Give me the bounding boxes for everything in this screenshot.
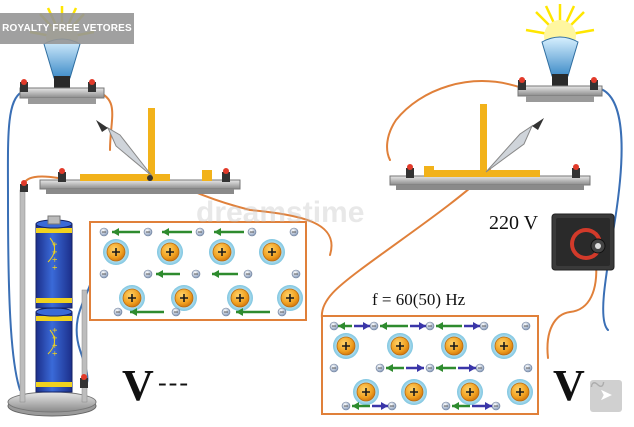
plus-icon: [268, 248, 276, 256]
ac-symbol-letter: V: [553, 361, 585, 410]
plus-icon: [500, 342, 508, 350]
flow-arrowhead: [214, 228, 221, 236]
flow-arrowhead: [473, 322, 480, 330]
right-lamp: [517, 4, 603, 102]
wall-socket: [551, 213, 615, 271]
flow-arrowhead: [436, 364, 443, 372]
dc-symbol-letter: V: [122, 361, 154, 410]
wire-lamp-right-orange: [386, 80, 523, 161]
flow-arrowhead: [352, 402, 359, 410]
svg-text:+ + + +: + + + +: [50, 241, 60, 270]
frequency-label: f = 60(50) Hz: [372, 290, 466, 309]
flow-arrowhead: [130, 308, 137, 316]
flow-arrowhead: [419, 322, 426, 330]
flow-arrowhead: [112, 228, 119, 236]
right-switch: [389, 104, 591, 190]
flow-arrowhead: [236, 308, 243, 316]
plus-icon: [466, 388, 474, 396]
wire-lamp-right-blue: [597, 87, 623, 331]
flow-arrowhead: [338, 322, 345, 330]
watermark: dreamstime: [196, 196, 365, 229]
wire-lamp-left-blue: [6, 91, 23, 391]
plus-icon: [410, 388, 418, 396]
plus-icon: [166, 248, 174, 256]
flow-arrowhead: [436, 322, 443, 330]
plus-icon: [396, 342, 404, 350]
flow-arrowhead: [381, 402, 388, 410]
flow-arrowhead: [469, 364, 476, 372]
share-button[interactable]: ➤: [590, 380, 622, 412]
plus-icon: [218, 248, 226, 256]
royalty-free-badge: ROYALTY FREE VETORES: [0, 13, 134, 44]
flow-arrowhead: [417, 364, 424, 372]
voltage-label: 220 V: [489, 212, 539, 234]
dc-symbol-mark: ---: [158, 368, 190, 397]
flow-arrowhead: [162, 228, 169, 236]
plus-icon: [236, 294, 244, 302]
plus-icon: [516, 388, 524, 396]
flow-arrowhead: [212, 270, 219, 278]
plus-icon: [180, 294, 188, 302]
paper-plane-icon: ➤: [599, 387, 613, 404]
wire-socket-conductor: [546, 261, 598, 359]
wire-lamp-left-orange: [97, 91, 114, 151]
plus-icon: [450, 342, 458, 350]
battery-stack: + + + + + + + +: [7, 180, 97, 417]
ion-lattice: [99, 227, 533, 411]
wire-switch-right-conductor: [320, 169, 491, 319]
flow-arrowhead: [156, 270, 163, 278]
plus-icon: [362, 388, 370, 396]
flow-arrowhead: [363, 322, 370, 330]
flow-arrowhead: [452, 402, 459, 410]
plus-icon: [112, 248, 120, 256]
flow-arrowhead: [485, 402, 492, 410]
plus-icon: [286, 294, 294, 302]
plus-icon: [342, 342, 350, 350]
flow-arrowhead: [386, 364, 393, 372]
plus-icon: [128, 294, 136, 302]
left-switch: [39, 108, 241, 194]
flow-arrowhead: [380, 322, 387, 330]
